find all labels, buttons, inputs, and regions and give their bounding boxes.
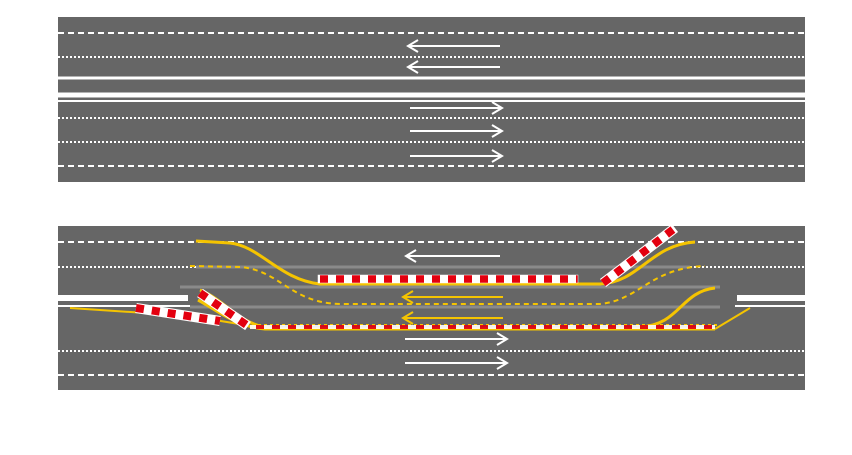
bottom-road-panel: [58, 224, 805, 390]
barrier-left-lower-short: [197, 288, 251, 331]
top-arrow-east-2: [410, 124, 504, 138]
yellow-upper-edge: [195, 239, 696, 286]
barrier-median-long: [317, 274, 579, 284]
bottom-arrow-west-white: [404, 249, 500, 263]
bottom-arrow-east-1: [405, 332, 509, 346]
barrier-lower-dotted-strip: [250, 325, 715, 329]
top-arrow-east-1: [410, 101, 504, 115]
top-road-surface: [58, 17, 805, 182]
bottom-median-stub-left: [58, 295, 188, 301]
barrier-median-right-taper: [599, 224, 679, 287]
yellow-right-taper: [714, 307, 751, 330]
top-arrow-west-2: [406, 60, 500, 74]
bottom-arrow-east-2: [405, 356, 509, 370]
bottom-arrow-west-yellow-2: [401, 311, 503, 325]
bottom-arrow-west-yellow-1: [401, 290, 503, 304]
barrier-left-lower-long: [135, 303, 221, 326]
top-road-panel: [58, 17, 805, 182]
yellow-dashed-crossover: [189, 265, 706, 305]
top-arrow-west-1: [406, 39, 500, 53]
bottom-median-stub-right: [737, 295, 805, 301]
top-arrow-east-3: [410, 149, 504, 163]
